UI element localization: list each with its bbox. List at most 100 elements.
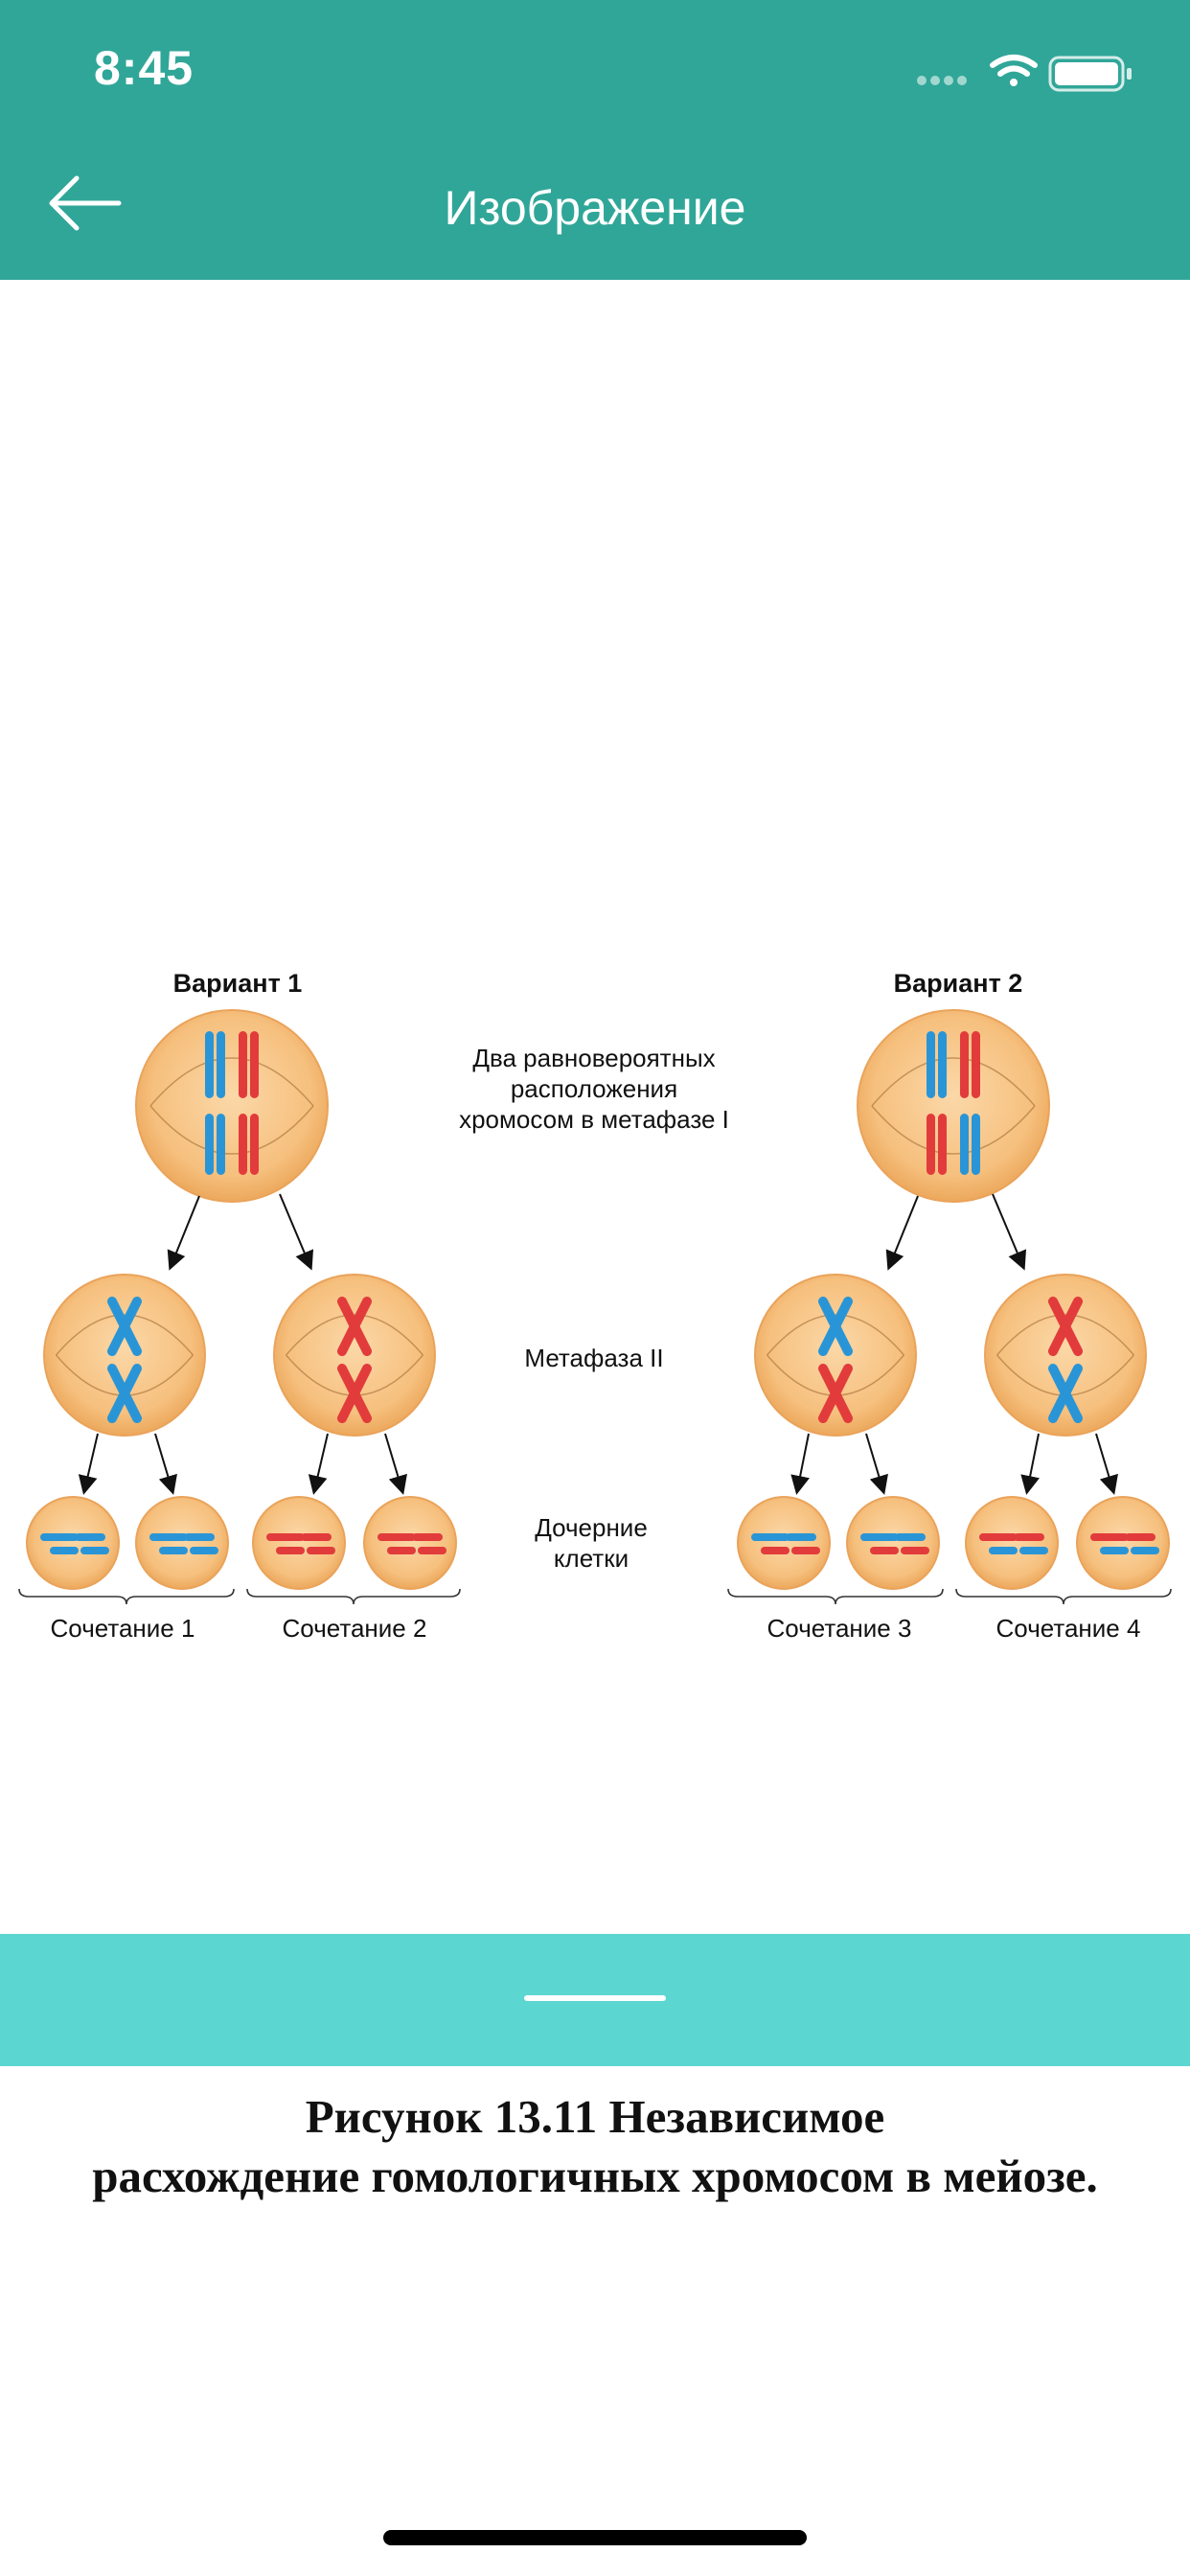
arrow xyxy=(865,1433,888,1495)
chromosome xyxy=(761,1547,790,1554)
chromosome xyxy=(1125,1533,1156,1541)
daughter-cells-label: Дочерние клетки xyxy=(535,1513,648,1573)
chromosome xyxy=(972,1031,980,1098)
arrow xyxy=(1095,1433,1118,1495)
chromosome xyxy=(190,1547,218,1554)
variant-2-label: Вариант 2 xyxy=(894,969,1023,998)
arrow-left-icon xyxy=(49,175,122,231)
chromosome xyxy=(972,1114,980,1175)
wifi-icon xyxy=(990,55,1038,86)
variant-2-metaphase-1-cell xyxy=(857,1009,1050,1203)
chromosome xyxy=(50,1547,79,1554)
chromosome xyxy=(250,1031,259,1098)
chromosome xyxy=(266,1533,305,1541)
svg-text:Два равновероятных: Два равновероятных xyxy=(472,1044,715,1072)
chromosome xyxy=(870,1547,899,1554)
variant-1-label: Вариант 1 xyxy=(173,969,303,998)
combination-4-label: Сочетание 4 xyxy=(996,1614,1141,1643)
daughter-cell xyxy=(26,1496,120,1590)
chromosome xyxy=(205,1031,214,1098)
chromosome xyxy=(960,1031,969,1098)
combination-brace xyxy=(955,1588,1172,1605)
daughter-cell xyxy=(737,1496,831,1590)
chromosome xyxy=(927,1114,935,1175)
chromosome xyxy=(895,1533,926,1541)
chromosome xyxy=(1090,1533,1129,1541)
chromosome xyxy=(184,1533,215,1541)
chromosome xyxy=(1131,1547,1159,1554)
chromosome xyxy=(250,1114,259,1175)
chromosome xyxy=(786,1533,816,1541)
spindle-fiber xyxy=(286,1314,423,1356)
chromosome xyxy=(751,1533,790,1541)
nav-bar: Изображение xyxy=(0,126,1190,280)
arrow xyxy=(279,1193,314,1271)
arrow xyxy=(154,1433,177,1495)
chromosome xyxy=(1048,1297,1083,1356)
combination-brace xyxy=(727,1588,944,1605)
chromosome xyxy=(337,1364,372,1423)
arrow xyxy=(167,1195,200,1271)
variant-1-metaphase-1-cell xyxy=(135,1009,329,1203)
chromosome xyxy=(276,1547,305,1554)
arrow xyxy=(1020,1433,1040,1495)
chromosome xyxy=(938,1114,947,1175)
chromosome xyxy=(239,1114,247,1175)
chromosome xyxy=(927,1031,935,1098)
meiosis-figure: Вариант 1 Вариант 2 Два равновероятных р… xyxy=(0,949,1190,1677)
chromosome xyxy=(378,1533,416,1541)
chromosome xyxy=(412,1533,443,1541)
arrow xyxy=(790,1433,810,1495)
daughter-cell xyxy=(135,1496,229,1590)
cellular-signal-icon xyxy=(917,76,967,85)
chromosome xyxy=(159,1547,188,1554)
bottom-sheet-strip[interactable] xyxy=(0,1934,1190,2066)
chromosome xyxy=(40,1533,79,1541)
spindle-fiber xyxy=(149,1057,314,1107)
combination-2-label: Сочетание 2 xyxy=(283,1614,427,1643)
variant-2-metaphase-2-cell-a xyxy=(754,1274,917,1437)
chromosome xyxy=(860,1533,899,1541)
chromosome xyxy=(1048,1364,1083,1423)
back-button[interactable] xyxy=(42,169,128,238)
arrow xyxy=(384,1433,407,1495)
caption-line-1: Рисунок 13.11 Независимое xyxy=(305,2090,885,2143)
daughter-cell xyxy=(1076,1496,1170,1590)
chromosome xyxy=(107,1364,142,1423)
daughter-cell xyxy=(846,1496,940,1590)
caption-line-2: расхождение гомологичных хромосом в мейо… xyxy=(92,2150,1098,2202)
page-title: Изображение xyxy=(444,181,746,235)
spindle-fiber xyxy=(767,1314,904,1356)
chromosome xyxy=(239,1031,247,1098)
chromosome xyxy=(307,1547,335,1554)
combination-brace xyxy=(246,1588,461,1605)
home-indicator[interactable] xyxy=(383,2530,807,2545)
chromosome xyxy=(938,1031,947,1098)
chromosome xyxy=(301,1533,332,1541)
chromosome xyxy=(901,1547,929,1554)
chromosome xyxy=(960,1114,969,1175)
svg-text:хромосом в метафазе I: хромосом в метафазе I xyxy=(459,1105,729,1134)
diagram-graphics xyxy=(18,1009,1172,1605)
figure-caption: Рисунок 13.11 Независимое расхождение го… xyxy=(19,2087,1171,2206)
chromosome xyxy=(1100,1547,1129,1554)
chromosome xyxy=(217,1114,225,1175)
chromosome xyxy=(75,1533,105,1541)
arrow xyxy=(78,1433,99,1495)
spindle-fiber xyxy=(149,1105,314,1155)
variant-1-metaphase-2-cell-a xyxy=(43,1274,206,1437)
status-bar: 8:45 xyxy=(0,0,1190,126)
variant-2-metaphase-2-cell-b xyxy=(984,1274,1147,1437)
drag-handle[interactable] xyxy=(524,1995,666,2001)
battery-icon xyxy=(1048,56,1132,92)
combination-brace xyxy=(18,1588,235,1605)
spindle-fiber xyxy=(871,1105,1036,1155)
combination-1-label: Сочетание 1 xyxy=(51,1614,195,1643)
svg-text:Дочерние: Дочерние xyxy=(535,1513,648,1542)
chromosome xyxy=(80,1547,109,1554)
chromosome xyxy=(418,1547,446,1554)
chromosome xyxy=(979,1533,1018,1541)
chromosome xyxy=(1014,1533,1044,1541)
chromosome xyxy=(791,1547,820,1554)
chromosome xyxy=(989,1547,1018,1554)
